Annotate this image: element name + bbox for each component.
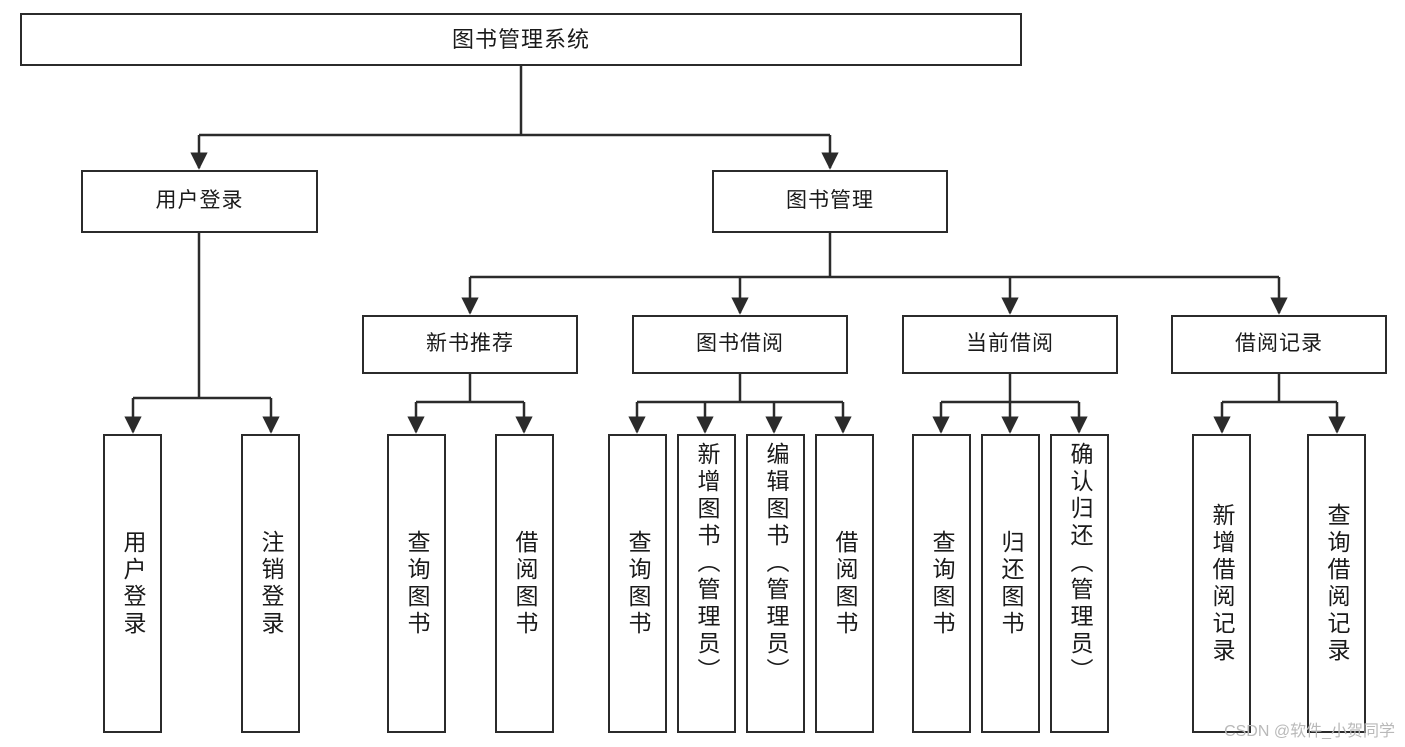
node-label: 当前借阅 [966,332,1054,356]
node-label: 图书管理系统 [451,26,590,52]
node-label: 查询图书 [929,529,955,638]
node-label: 新书推荐 [426,332,514,356]
node-label: 用户登录 [155,189,244,213]
node-new-book-recommendation[interactable]: 新书推荐 [362,315,578,374]
node-label: 借阅图书 [832,529,858,638]
node-label: 图书借阅 [696,332,784,356]
node-label: 编辑图书（管理员） [763,442,789,685]
node-book-borrow[interactable]: 图书借阅 [632,315,848,374]
leaf-edit-book-admin[interactable]: 编辑图书（管理员） [746,434,805,733]
leaf-query-book-recommendation[interactable]: 查询图书 [387,434,446,733]
node-label: 确认归还（管理员） [1067,442,1093,685]
node-label: 归还图书 [998,529,1024,638]
node-label: 图书管理 [786,189,874,213]
watermark-csdn: CSDN @软件_小贺同学 [1224,723,1395,740]
node-user-login[interactable]: 用户登录 [81,170,318,233]
node-book-manage[interactable]: 图书管理 [712,170,948,233]
node-label: 查询借阅记录 [1324,502,1350,665]
leaf-logout[interactable]: 注销登录 [241,434,300,733]
leaf-query-borrow-record[interactable]: 查询借阅记录 [1307,434,1366,733]
leaf-add-borrow-record[interactable]: 新增借阅记录 [1192,434,1251,733]
node-label: 新增借阅记录 [1209,502,1235,665]
node-label: 用户登录 [120,529,146,638]
leaf-borrow-book[interactable]: 借阅图书 [815,434,874,733]
leaf-query-book-borrow[interactable]: 查询图书 [608,434,667,733]
leaf-borrow-book-recommendation[interactable]: 借阅图书 [495,434,554,733]
node-label: 注销登录 [258,529,284,638]
node-label: 借阅记录 [1235,332,1323,356]
node-borrow-record[interactable]: 借阅记录 [1171,315,1387,374]
node-current-borrow[interactable]: 当前借阅 [902,315,1118,374]
node-label: 查询图书 [625,529,651,638]
node-label: 查询图书 [404,529,430,638]
node-root-book-management-system[interactable]: 图书管理系统 [20,13,1022,66]
leaf-query-book-current[interactable]: 查询图书 [912,434,971,733]
leaf-confirm-return-admin[interactable]: 确认归还（管理员） [1050,434,1109,733]
leaf-user-login[interactable]: 用户登录 [103,434,162,733]
leaf-add-book-admin[interactable]: 新增图书（管理员） [677,434,736,733]
node-label: 新增图书（管理员） [694,442,720,685]
node-label: 借阅图书 [512,529,538,638]
leaf-return-book[interactable]: 归还图书 [981,434,1040,733]
